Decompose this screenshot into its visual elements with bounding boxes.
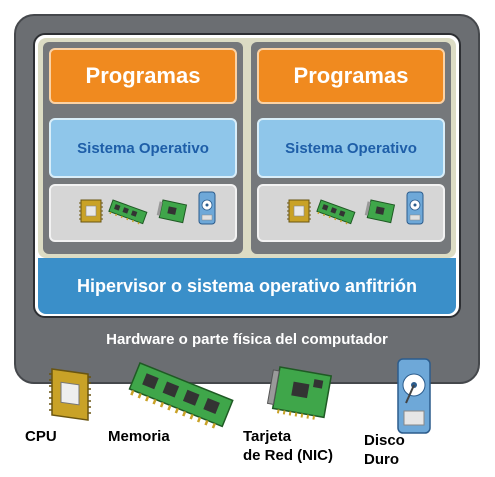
nic-label-line1: Tarjeta [243,428,292,445]
network-card-icon [364,199,396,224]
memory-label: Memoria [108,428,170,445]
cpu-chip-icon [287,199,311,223]
memory-module-icon [316,199,356,225]
hard-disk-icon [198,191,216,225]
hardware-title: Hardware o parte física del computador [106,331,388,348]
hard-disk-icon [397,358,431,434]
vm2-virtual-hardware-icons [287,191,424,225]
network-card-icon [266,366,333,420]
vm1-virtual-hardware-box [49,184,237,242]
hypervisor-label: Hipervisor o sistema operativo anfitrión [76,275,418,296]
virtual-machine-2: Programas Sistema Operativo [251,42,451,254]
vm2-programs-label: Programas [293,63,409,88]
network-card-icon [156,199,188,224]
vm1-programs-box: Programas [49,48,237,104]
hard-disk-icon [406,191,424,225]
memory-module-icon [108,199,148,225]
disk-label-line1: Disco [364,432,405,449]
cpu-chip-icon [49,368,91,421]
cpu-label: CPU [25,428,57,445]
vm1-os-label: Sistema Operativo [77,139,209,157]
vm1-os-box: Sistema Operativo [49,118,237,178]
physical-hardware-icons [49,358,431,434]
vm1-programs-label: Programas [85,63,201,88]
vm2-programs-box: Programas [257,48,445,104]
virtual-machine-1: Programas Sistema Operativo [43,42,243,254]
vm2-os-box: Sistema Operativo [257,118,445,178]
cpu-chip-icon [79,199,103,223]
vm2-os-label: Sistema Operativo [285,139,417,157]
vm1-virtual-hardware-icons [79,191,216,225]
nic-label-line2: de Red (NIC) [243,447,333,464]
vm2-virtual-hardware-box [257,184,445,242]
memory-module-icon [128,362,234,429]
disk-label-line2: Duro [364,451,399,468]
hypervisor-bar: Hipervisor o sistema operativo anfitrión [38,258,456,314]
